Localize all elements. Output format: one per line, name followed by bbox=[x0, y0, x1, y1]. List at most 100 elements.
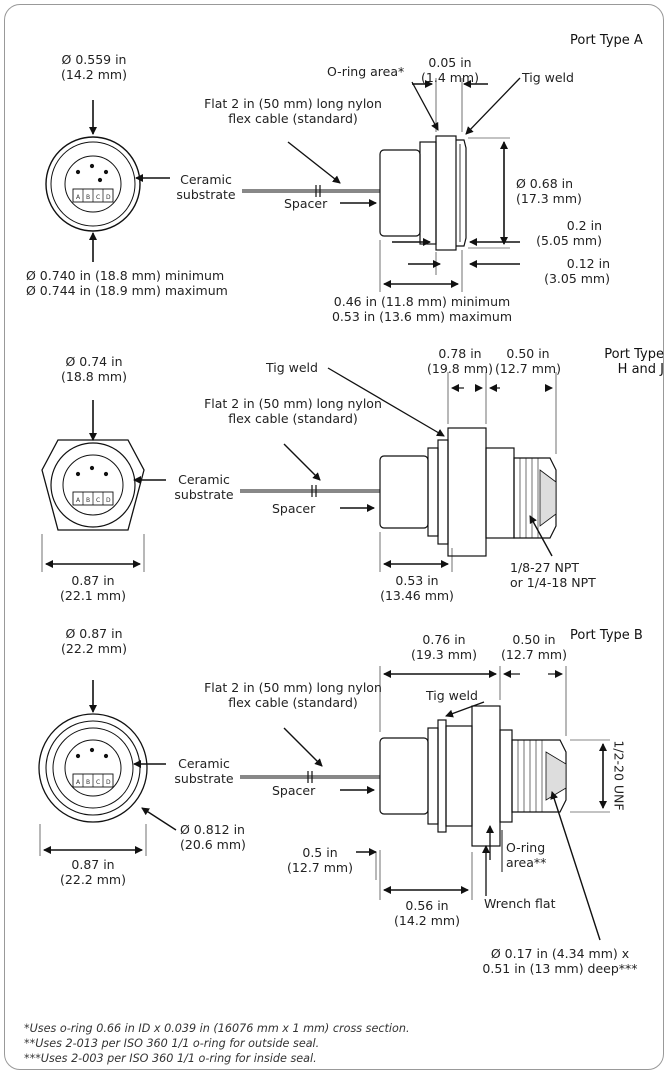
port-hj-dim-078: 0.78 in (19.8 mm) bbox=[420, 346, 500, 376]
title-text: H and J bbox=[617, 362, 664, 377]
dim-text: (14.2 mm) bbox=[61, 67, 127, 82]
dim-text: (17.3 mm) bbox=[516, 191, 582, 206]
cable-text: Flat 2 in (50 mm) long nylon bbox=[204, 396, 382, 411]
dim-text: (5.05 mm) bbox=[536, 233, 602, 248]
dim-text: (22.1 mm) bbox=[60, 588, 126, 603]
port-a-diameter-bottom: Ø 0.740 in (18.8 mm) minimum Ø 0.744 in … bbox=[26, 268, 228, 298]
dim-text: 0.87 in bbox=[71, 573, 115, 588]
cable-text: flex cable (standard) bbox=[228, 695, 358, 710]
dim-text: (22.2 mm) bbox=[61, 641, 127, 656]
port-b-tig-label: Tig weld bbox=[426, 688, 478, 703]
dim-text: Ø 0.87 in bbox=[65, 626, 123, 641]
dim-text: 0.05 in bbox=[428, 55, 472, 70]
pin-letter: D bbox=[106, 497, 111, 504]
ceramic-text: substrate bbox=[176, 187, 236, 202]
footnote: *Uses o-ring 0.66 in ID x 0.039 in (1607… bbox=[24, 1022, 410, 1035]
pin-letter: B bbox=[86, 779, 90, 786]
dim-text: (19.3 mm) bbox=[411, 647, 477, 662]
port-b-diameter-inner: Ø 0.812 in (20.6 mm) bbox=[180, 822, 246, 852]
dim-text: (18.8 mm) bbox=[61, 369, 127, 384]
port-b-ceramic-label: Ceramic substrate bbox=[168, 756, 240, 786]
pin-letter: D bbox=[106, 194, 111, 201]
port-b-diameter-top: Ø 0.87 in (22.2 mm) bbox=[44, 626, 144, 656]
port-hj-end-view bbox=[41, 439, 145, 531]
port-hj-npt-label: 1/8-27 NPT or 1/4-18 NPT bbox=[510, 560, 596, 590]
port-a-gap-dim: 0.05 in (1.4 mm) bbox=[412, 55, 488, 85]
port-hj-hex-dim: 0.87 in (22.1 mm) bbox=[48, 573, 138, 603]
dim-text: Ø 0.812 in bbox=[180, 822, 245, 837]
pin-letter: A bbox=[76, 779, 81, 786]
port-hj-ceramic-label: Ceramic substrate bbox=[168, 472, 240, 502]
footnote: **Uses 2-013 per ISO 360 1/1 o-ring for … bbox=[24, 1037, 320, 1050]
dim-text: (22.2 mm) bbox=[60, 872, 126, 887]
dim-text: (14.2 mm) bbox=[394, 913, 460, 928]
port-b-thread-label: 1/2-20 UNF bbox=[611, 740, 627, 811]
cable-text: Flat 2 in (50 mm) long nylon bbox=[204, 680, 382, 695]
dim-text: (20.6 mm) bbox=[180, 837, 246, 852]
dim-text: (19.8 mm) bbox=[427, 361, 493, 376]
port-a-length-dim: 0.46 in (11.8 mm) minimum 0.53 in (13.6 … bbox=[314, 294, 530, 324]
ceramic-text: substrate bbox=[174, 771, 234, 786]
port-a-body bbox=[379, 135, 467, 251]
ceramic-text: Ceramic bbox=[178, 756, 230, 771]
port-hj-tig-label: Tig weld bbox=[266, 360, 318, 375]
port-b-spacer-label: Spacer bbox=[272, 783, 316, 798]
port-a-tig-label: Tig weld bbox=[522, 70, 574, 85]
dim-text: O-ring bbox=[506, 840, 546, 855]
cable-text: Flat 2 in (50 mm) long nylon bbox=[204, 96, 382, 111]
dim-text: 0.50 in bbox=[512, 632, 556, 647]
dim-text: 1/8-27 NPT bbox=[510, 560, 580, 575]
port-b-dim-050: 0.50 in (12.7 mm) bbox=[494, 632, 574, 662]
dim-text: (12.7 mm) bbox=[287, 860, 353, 875]
dim-text: 0.12 in bbox=[566, 256, 610, 271]
port-b-wrench-label: Wrench flat bbox=[484, 896, 556, 911]
port-hj-spacer-label: Spacer bbox=[272, 501, 316, 516]
ceramic-text: substrate bbox=[174, 487, 234, 502]
dim-text: 0.5 in bbox=[302, 845, 338, 860]
diagram-frame bbox=[4, 4, 664, 1070]
ceramic-text: Ceramic bbox=[178, 472, 230, 487]
dim-text: 0.87 in bbox=[71, 857, 115, 872]
port-a-diameter-right: Ø 0.68 in (17.3 mm) bbox=[516, 176, 582, 206]
dim-text: (3.05 mm) bbox=[544, 271, 610, 286]
cable-text: flex cable (standard) bbox=[228, 111, 358, 126]
cable-text: flex cable (standard) bbox=[228, 411, 358, 426]
dim-text: (13.46 mm) bbox=[380, 588, 454, 603]
dim-text: Ø 0.559 in bbox=[61, 52, 127, 67]
dim-text: 0.46 in (11.8 mm) minimum bbox=[333, 294, 511, 309]
dim-text: 0.76 in bbox=[422, 632, 466, 647]
port-b-cable-label: Flat 2 in (50 mm) long nylon flex cable … bbox=[193, 680, 393, 710]
dim-text: 0.56 in bbox=[405, 898, 449, 913]
port-b-body bbox=[379, 705, 567, 847]
port-hj-body bbox=[379, 427, 557, 557]
port-a-pin-letters: A B C D bbox=[76, 194, 111, 201]
dim-text: Ø 0.74 in bbox=[65, 354, 123, 369]
port-b-bore-dim: Ø 0.17 in (4.34 mm) x 0.51 in (13 mm) de… bbox=[460, 946, 660, 976]
dim-text: 0.50 in bbox=[506, 346, 550, 361]
port-b-dim-076: 0.76 in (19.3 mm) bbox=[404, 632, 484, 662]
pin-letter: B bbox=[86, 194, 90, 201]
dim-text: 0.53 in bbox=[395, 573, 439, 588]
port-a-dim-02: 0.2 in (5.05 mm) bbox=[510, 218, 602, 248]
dim-text: Ø 0.68 in bbox=[516, 176, 574, 191]
port-a-end-view bbox=[45, 136, 141, 232]
dim-text: (1.4 mm) bbox=[421, 70, 479, 85]
dim-text: Ø 0.17 in (4.34 mm) x bbox=[490, 946, 630, 961]
port-b-pin-letters: A B C D bbox=[76, 779, 111, 786]
port-hj-title: Port Type H and J bbox=[560, 347, 664, 377]
port-hj-cable-label: Flat 2 in (50 mm) long nylon flex cable … bbox=[193, 396, 393, 426]
dim-text: Ø 0.740 in (18.8 mm) minimum bbox=[26, 268, 225, 283]
port-a-spacer-label: Spacer bbox=[284, 196, 328, 211]
port-a-dim-012: 0.12 in (3.05 mm) bbox=[520, 256, 610, 286]
port-a-cable-label: Flat 2 in (50 mm) long nylon flex cable … bbox=[193, 96, 393, 126]
footnotes: *Uses o-ring 0.66 in ID x 0.039 in (1607… bbox=[24, 1021, 410, 1066]
title-text: Port Type bbox=[604, 347, 664, 362]
port-a-diameter-top: Ø 0.559 in (14.2 mm) bbox=[44, 52, 144, 82]
port-b-width-dim: 0.87 in (22.2 mm) bbox=[48, 857, 138, 887]
footnote: ***Uses 2-003 per ISO 360 1/1 o-ring for… bbox=[24, 1052, 317, 1065]
dim-text: 0.53 in (13.6 mm) maximum bbox=[331, 309, 513, 324]
pin-letter: B bbox=[86, 497, 90, 504]
port-hj-dim-050: 0.50 in (12.7 mm) bbox=[488, 346, 568, 376]
port-hj-dim-053: 0.53 in (13.46 mm) bbox=[372, 573, 462, 603]
